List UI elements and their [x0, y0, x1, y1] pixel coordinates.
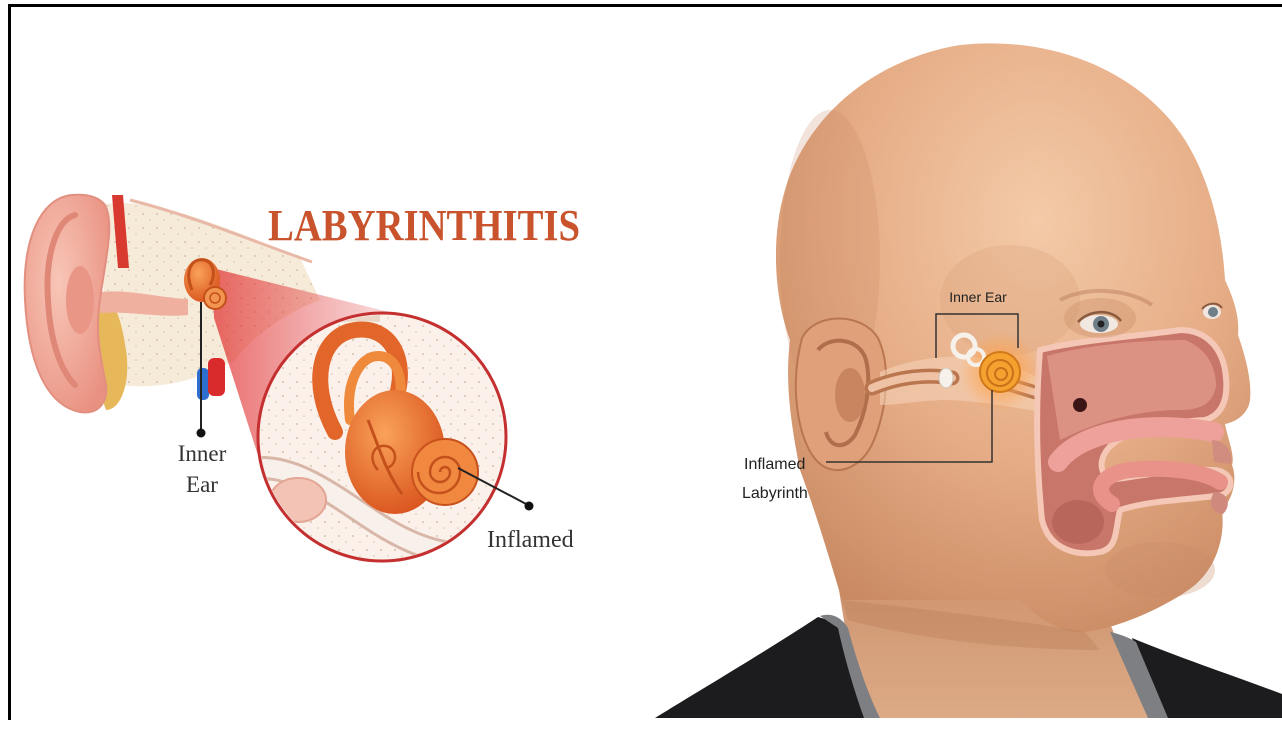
left-inner-ear-label-line2: Ear: [186, 472, 218, 497]
right-ear-concha: [835, 368, 865, 422]
left-inner-ear-label-line1: Inner: [178, 441, 227, 466]
chin-shadow: [1105, 542, 1215, 598]
frame-top-edge: [8, 4, 1282, 7]
ossicles: [939, 368, 953, 388]
magnified-inner-ear: [258, 313, 506, 561]
right-inflamed-label-line2: Labyrinth: [742, 485, 808, 502]
left-eye-pupil: [1098, 321, 1105, 328]
left-inflamed-label: Inflamed: [487, 527, 574, 553]
eustachian-opening: [1073, 398, 1087, 412]
right-inflamed-label-line1: Inflamed: [744, 456, 805, 473]
inflamed-leader-dot: [525, 502, 534, 511]
inflamed-cochlea: [412, 439, 478, 505]
artery-vessel: [208, 358, 225, 396]
right-eye-iris: [1208, 307, 1218, 317]
diagram-title: LABYRINTHITIS: [268, 201, 580, 250]
throat: [1052, 500, 1104, 544]
right-inner-ear-label: Inner Ear: [949, 289, 1007, 305]
auricle-concha: [66, 266, 94, 334]
small-cochlea: [204, 287, 226, 309]
inner-ear-leader-dot: [197, 429, 206, 438]
frame-left-edge: [8, 4, 11, 720]
vein-vessel: [197, 368, 209, 400]
